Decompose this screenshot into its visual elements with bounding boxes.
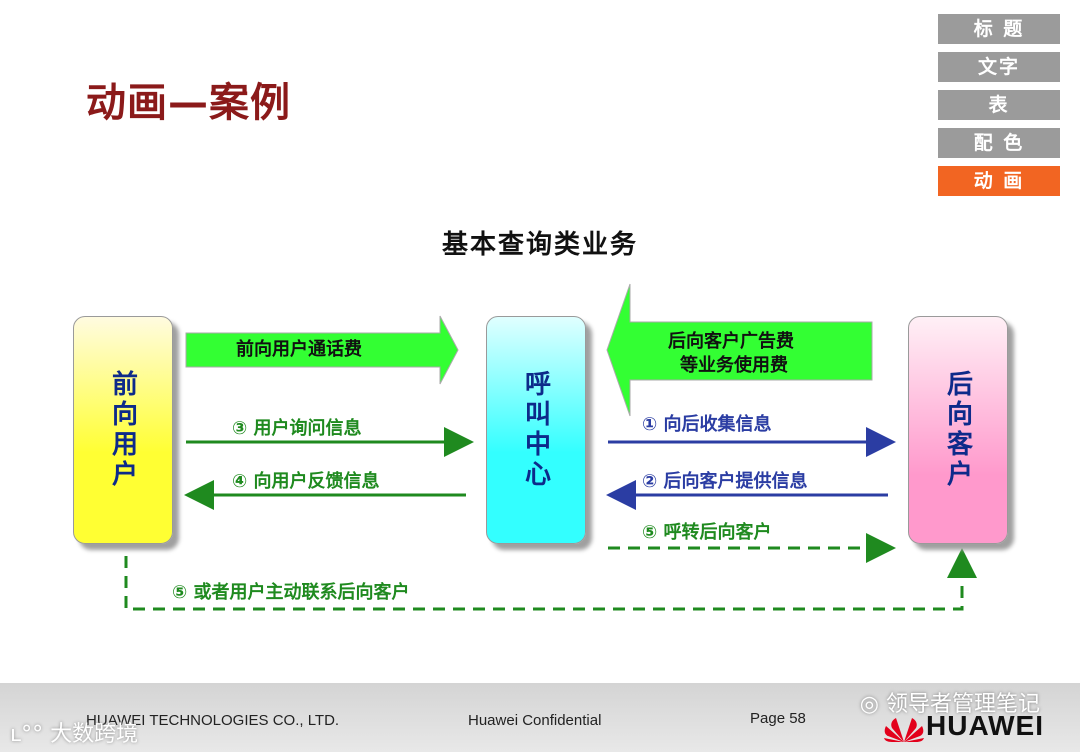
big-arrow-right-label: 前向用户通话费 (236, 339, 362, 360)
big-arrow-left-label-1: 后向客户广告费 (668, 331, 794, 352)
nav-item-animation[interactable]: 动 画 (938, 166, 1060, 196)
footer-company: HUAWEI TECHNOLOGIES CO., LTD. (86, 712, 340, 729)
flow-label-5b: ⑤ 或者用户主动联系后向客户 (172, 582, 410, 603)
flow-label-4: ④ 向用户反馈信息 (232, 471, 380, 492)
nav-item-text[interactable]: 文字 (938, 52, 1060, 82)
huawei-wordmark: HUAWEI (926, 710, 1044, 741)
big-arrow-right (185, 315, 459, 385)
node-call-center: 呼叫中心 (486, 316, 586, 544)
slide-title: 动画—案例 (86, 80, 291, 126)
nav-item-color[interactable]: 配 色 (938, 128, 1060, 158)
big-arrow-left-label-2: 等业务使用费 (680, 355, 788, 376)
wechat-icon: ◎ (859, 692, 886, 717)
diagram-subtitle: 基本查询类业务 (441, 230, 638, 260)
flow-label-1: ① 向后收集信息 (642, 414, 772, 435)
footer-confidential: Huawei Confidential (468, 712, 602, 729)
big-arrow-left (606, 283, 873, 417)
wechat-watermark: ◎ 领导者管理笔记 (859, 692, 1040, 717)
nav-item-table[interactable]: 表 (938, 90, 1060, 120)
node-back-customer: 后向客户 (908, 316, 1008, 544)
huawei-logo-icon (884, 718, 924, 742)
flow-label-2: ② 后向客户提供信息 (642, 471, 808, 492)
footer-page-number: Page 58 (750, 710, 806, 727)
flow-label-3: ③ 用户询问信息 (232, 418, 362, 439)
bottom-watermark: ʟ°° 大数跨境 (10, 722, 139, 747)
node-front-user: 前向用户 (73, 316, 173, 544)
flow-line-5b (124, 548, 977, 611)
nav-item-title[interactable]: 标 题 (938, 14, 1060, 44)
flow-label-5a: ⑤ 呼转后向客户 (642, 522, 772, 543)
section-nav: 标 题 文字 表 配 色 动 画 (938, 14, 1060, 204)
watermark-logo-icon: ʟ°° (10, 722, 51, 747)
